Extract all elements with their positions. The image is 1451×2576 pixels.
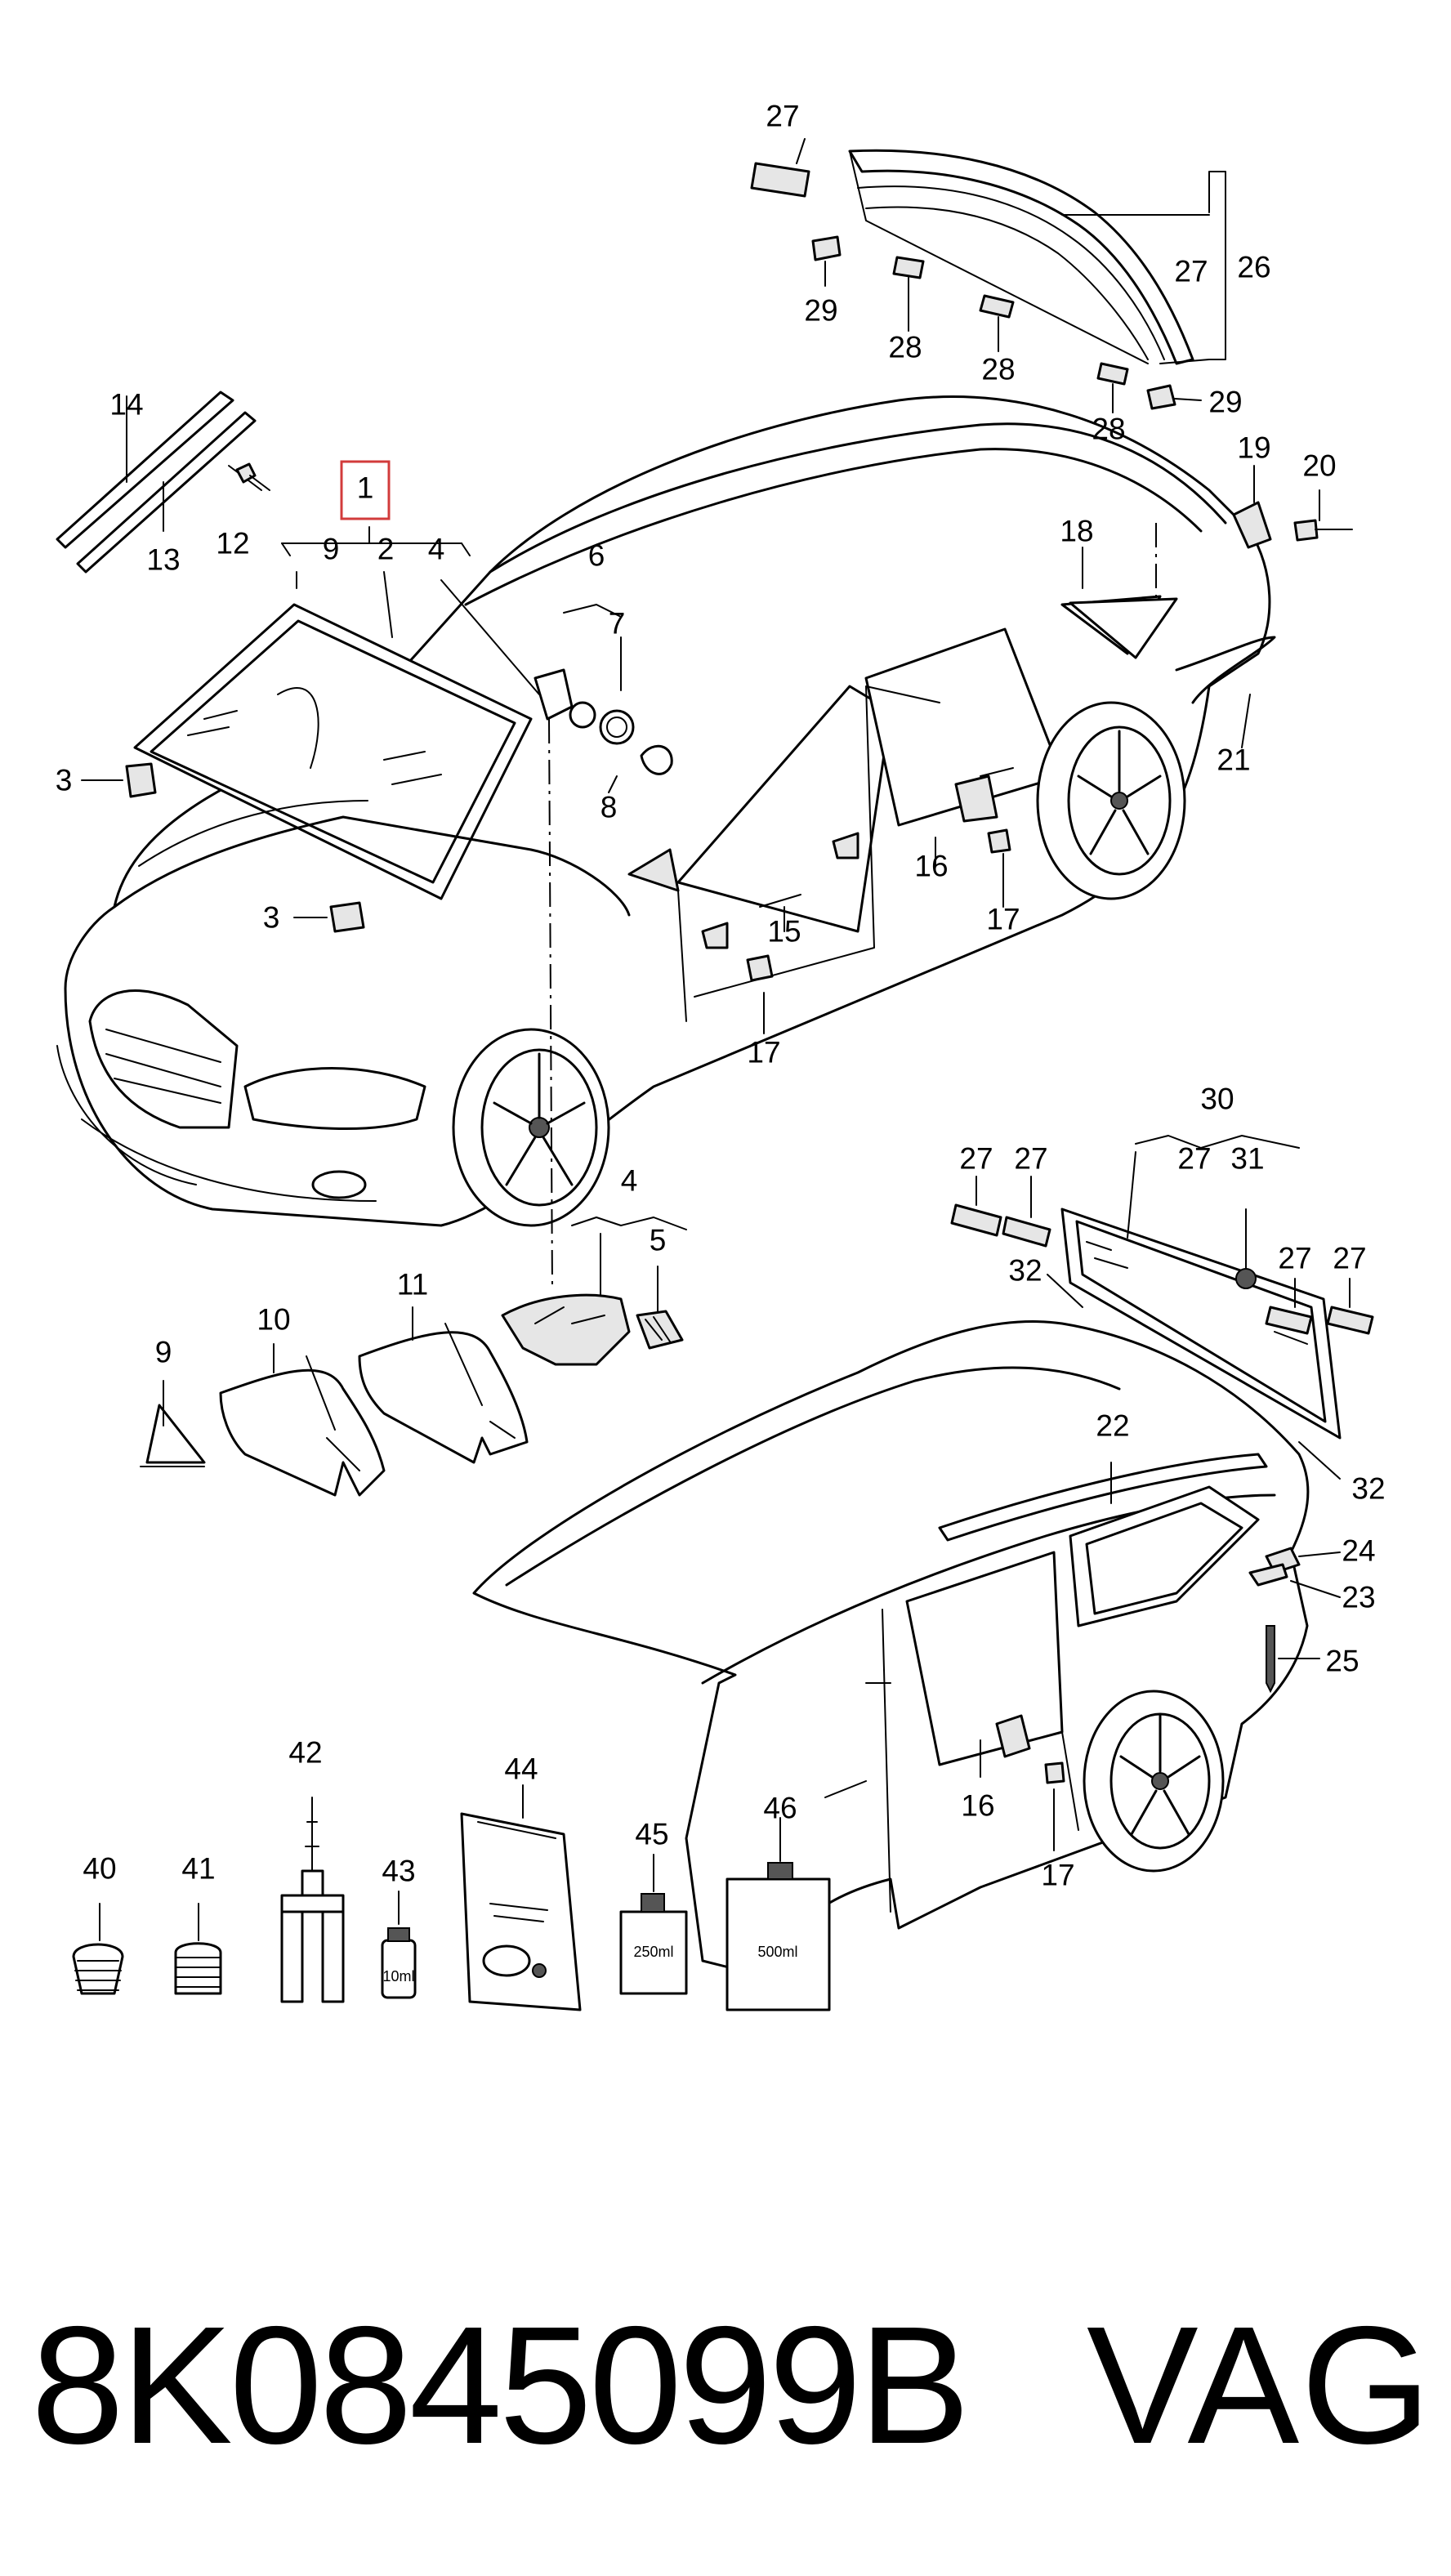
clip-27-d [1326, 1306, 1374, 1335]
clip-28-mid [979, 294, 1015, 319]
part-number: 8K0845099B [31, 2292, 971, 2479]
callout-2: 2 [377, 533, 395, 566]
callout-25: 25 [1325, 1645, 1359, 1678]
sedan-illustration [56, 395, 1276, 1227]
callout-42: 42 [288, 1736, 322, 1770]
clip-27-c [1265, 1306, 1313, 1335]
callout-17-estate: 17 [1041, 1859, 1074, 1892]
screw-20 [1293, 519, 1319, 542]
clip-29-right [1146, 384, 1176, 410]
callout-46: 46 [763, 1792, 797, 1825]
callout-23: 23 [1342, 1581, 1375, 1614]
callout-9-lower: 9 [155, 1336, 172, 1369]
callout-3-lower: 3 [263, 901, 280, 935]
label-bottle-46: 500ml [757, 1944, 797, 1960]
clip-3-lower [329, 901, 365, 933]
callout-26: 26 [1237, 251, 1270, 284]
callout-16-estate: 16 [961, 1789, 994, 1823]
callout-13: 13 [146, 543, 180, 577]
callout-27-glass: 27 [1177, 1142, 1211, 1176]
callout-10: 10 [257, 1303, 290, 1337]
clip-27-a [950, 1203, 1002, 1237]
callout-8: 8 [600, 791, 618, 824]
callout-5: 5 [650, 1224, 667, 1257]
callout-17-sedan-right: 17 [986, 903, 1020, 936]
callout-27-top: 27 [766, 100, 799, 133]
callout-14: 14 [109, 388, 143, 422]
callout-27-bracket: 27 [1174, 255, 1208, 288]
callout-28-mid: 28 [981, 353, 1015, 386]
callout-16-sedan: 16 [914, 850, 948, 883]
clip-27-b [1002, 1216, 1051, 1248]
callout-6: 6 [588, 539, 605, 573]
footer: 8K0845099B VAG [0, 2271, 1451, 2500]
callout-32-right: 32 [1351, 1472, 1385, 1506]
callout-7: 7 [609, 607, 626, 641]
callout-19: 19 [1237, 431, 1270, 465]
highlight-box-1 [340, 460, 391, 520]
clip-28-right [1096, 362, 1129, 386]
callout-4-lower: 4 [621, 1164, 638, 1198]
rear-window-26 [848, 149, 1226, 365]
callout-1: 1 [357, 471, 374, 505]
callout-22: 22 [1096, 1409, 1129, 1443]
callout-24: 24 [1342, 1534, 1375, 1568]
callout-43: 43 [382, 1855, 415, 1888]
callout-31: 31 [1230, 1142, 1264, 1176]
callout-27-d: 27 [1333, 1242, 1366, 1275]
sensor-parts-6-7-8 [534, 604, 673, 793]
mirror-cover-parts [140, 1217, 687, 1497]
brand-label: VAG [1087, 2292, 1433, 2479]
callout-3-upper: 3 [56, 764, 73, 797]
clip-28-left [892, 256, 925, 279]
callout-41: 41 [181, 1852, 215, 1886]
callout-27-b: 27 [1014, 1142, 1047, 1176]
callout-27-c: 27 [1278, 1242, 1311, 1275]
quarter-glass-30 [1060, 1135, 1342, 1440]
callout-20: 20 [1302, 449, 1336, 483]
callout-44: 44 [504, 1752, 538, 1786]
clip-3-upper [125, 762, 157, 798]
callout-32-left: 32 [1008, 1254, 1042, 1288]
callout-29-right: 29 [1208, 386, 1242, 419]
callout-17-sedan-left: 17 [747, 1036, 780, 1069]
callout-21: 21 [1217, 743, 1250, 777]
callout-labels: 1 2 3 3 4 4 5 6 7 8 9 9 10 11 12 13 14 1… [56, 100, 1386, 1892]
estate-illustration [472, 1320, 1341, 1979]
trim-strip-14-13 [56, 391, 270, 574]
parts-diagram: 1 2 3 3 4 4 5 6 7 8 9 9 10 11 12 13 14 1… [56, 100, 1386, 2011]
clip-29-left [811, 235, 842, 261]
clip-19 [1232, 501, 1272, 549]
label-bottle-43: 10ml [382, 1968, 414, 1984]
callout-28-right: 28 [1092, 413, 1125, 446]
callout-15: 15 [767, 915, 801, 949]
callout-29-left: 29 [804, 294, 837, 328]
callout-45: 45 [635, 1818, 668, 1851]
callout-30: 30 [1200, 1083, 1234, 1116]
callout-4-upper: 4 [428, 533, 445, 566]
callout-12: 12 [216, 527, 249, 560]
label-bottle-45: 250ml [633, 1944, 673, 1960]
callout-11: 11 [397, 1268, 428, 1301]
callout-40: 40 [83, 1852, 116, 1886]
callout-18: 18 [1060, 515, 1093, 548]
callout-28-left: 28 [888, 331, 922, 364]
clip-27-top [750, 162, 810, 198]
products-row [72, 1784, 831, 2011]
callout-9-upper: 9 [323, 533, 340, 566]
callout-27-a: 27 [959, 1142, 993, 1176]
